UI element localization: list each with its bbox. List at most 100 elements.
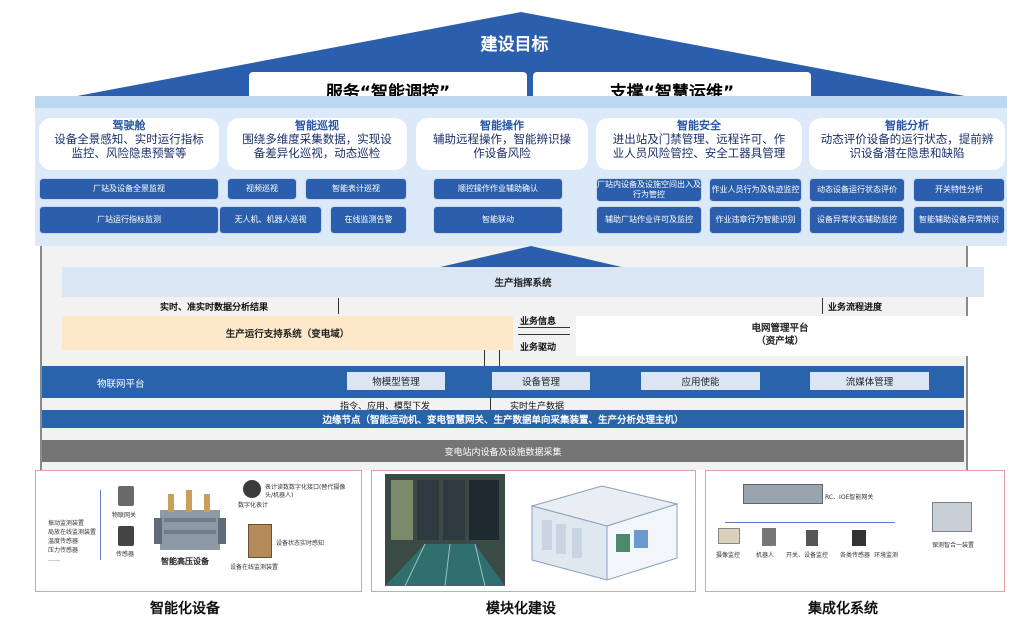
sensor-label: 温度传感器	[48, 538, 79, 545]
item-button[interactable]: 在线监测告警	[330, 206, 407, 234]
category-desc: 备差异化巡视，动态巡检	[253, 146, 381, 160]
category-title: 智能安全	[677, 119, 721, 132]
category-desc: 进出站及门禁管理、远程许可、作	[612, 132, 786, 146]
category-title: 智能操作	[480, 119, 524, 132]
item-button[interactable]: 智能辅助设备异常辨识	[913, 206, 1005, 234]
category-title: 智能巡视	[295, 119, 339, 132]
smart-gateway-icon	[743, 484, 823, 504]
category-title: 智能分析	[885, 119, 929, 132]
grid-management-platform: 电网管理平台 （资产域）	[576, 316, 984, 356]
connector-line	[725, 522, 895, 523]
monitor-cabinet-icon	[248, 524, 272, 558]
arrow-line	[484, 350, 485, 366]
footer-integrated-system: 集成化系统	[808, 601, 878, 617]
category-smart-inspection: 智能巡视 围绕多维度采集数据，实现设 备差异化巡视，动态巡检	[227, 118, 407, 170]
arrow-line	[499, 350, 500, 366]
realtime-data-label: 实时生产数据	[510, 402, 565, 412]
item-button[interactable]: 厂站运行指标监测	[39, 206, 219, 234]
category-desc: 设备全景感知、实时运行指标	[54, 132, 204, 146]
ops-support-system: 生产运行支持系统（变电域）	[62, 316, 513, 350]
realtime-results-label: 实时、准实时数据分析结果	[160, 303, 269, 313]
business-info-label: 业务信息	[520, 317, 557, 327]
sensor-label: 振动监测装置	[48, 520, 85, 527]
footer-smart-devices: 智能化设备	[150, 601, 220, 617]
business-drive-label: 业务驱动	[520, 343, 557, 353]
category-smart-safety: 智能安全 进出站及门禁管理、远程许可、作 业人员风险管控、安全工器具管理	[596, 118, 802, 170]
roof-band	[35, 96, 1007, 110]
category-desc: 辅助远程操作，智能辨识操	[433, 132, 571, 146]
sensor-device-icon	[118, 526, 134, 546]
arrow-line	[518, 334, 570, 335]
sensor-label: 压力传感器	[48, 547, 79, 554]
device-label: 机器人	[756, 552, 775, 559]
device-label: 环境监测	[874, 552, 899, 559]
item-button[interactable]: 厂站及设备全景监视	[39, 178, 219, 200]
grid-mgmt-title: 电网管理平台	[751, 323, 809, 334]
device-label: RC、IOE智能网关	[825, 494, 874, 501]
transformer-icon	[154, 490, 226, 550]
device-label: 开关、设备监控	[786, 552, 829, 559]
arrow-line	[822, 298, 823, 314]
item-button[interactable]: 辅助厂站作业许可及监控	[596, 206, 702, 234]
command-down-label: 指令、应用、模型下发	[340, 402, 431, 412]
gateway-icon	[118, 486, 134, 506]
item-button[interactable]: 视频巡视	[227, 178, 297, 200]
category-desc: 动态评价设备的运行状态，提前辨	[820, 132, 994, 146]
category-desc: 监控、风险隐患预警等	[71, 146, 187, 160]
category-smart-operation: 智能操作 辅助远程操作，智能辨识操 作设备风险	[416, 118, 588, 170]
category-desc: 业人员风险管控、安全工器具管理	[612, 146, 786, 160]
connector-bracket	[100, 490, 140, 560]
category-title: 驾驶舱	[112, 119, 146, 132]
device-label: 数字化表计	[238, 502, 269, 509]
item-button[interactable]: 无人机、机器人巡视	[219, 206, 322, 234]
category-cockpit: 驾驶舱 设备全景感知、实时运行指标 监控、风险隐患预警等	[39, 118, 219, 170]
item-button[interactable]: 作业人员行为及轨迹监控	[709, 178, 802, 202]
item-button[interactable]: 厂站内设备及设施空间出入及行为管控	[596, 178, 702, 202]
item-button[interactable]: 设备异常状态辅助监控	[809, 206, 905, 234]
category-desc: 围绕多维度采集数据，实现设	[242, 132, 392, 146]
device-label: 物联网关	[112, 512, 137, 519]
item-button[interactable]: 作业违章行为智能识别	[709, 206, 802, 234]
arrow-line	[338, 298, 339, 314]
device-label: 保测智合一装置	[932, 542, 975, 549]
substation-room-image	[385, 474, 505, 586]
production-command-system: 生产指挥系统	[62, 267, 984, 297]
hv-device-label: 智能高压设备	[161, 557, 209, 566]
category-desc: 作设备风险	[473, 146, 531, 160]
iot-cell[interactable]: 设备管理	[492, 372, 590, 390]
device-label: 各类传感器	[840, 552, 871, 559]
robot-icon	[762, 528, 776, 546]
grid-mgmt-domain: （资产域）	[756, 336, 804, 347]
item-button[interactable]: 顺控操作作业辅助确认	[433, 178, 563, 200]
arrow-line	[518, 327, 570, 328]
iot-cell[interactable]: 物模型管理	[347, 372, 445, 390]
device-label: 传感器	[116, 551, 135, 558]
goal-title: 建设目标	[480, 35, 549, 55]
edge-nodes-bar: 边缘节点（智能运动机、变电智慧网关、生产数据单向采集装置、生产分析处理主机）	[42, 410, 964, 428]
device-label: 设备在线监测装置	[230, 564, 279, 571]
protection-device-icon	[932, 502, 972, 532]
station-data-collection: 变电站内设备及设施数据采集	[42, 440, 964, 462]
item-button[interactable]: 开关特性分析	[913, 178, 1005, 202]
up-arrow-icon	[436, 246, 626, 268]
footer-modular-build: 模块化建设	[486, 601, 556, 617]
category-desc: 识设备潜在隐患和缺陷	[849, 146, 965, 160]
sensor-label: ……	[48, 556, 60, 563]
item-button[interactable]: 智能联动	[433, 206, 563, 234]
device-label: 摄像监控	[716, 552, 741, 559]
device-label: 设备状态实时感知	[276, 540, 325, 547]
item-button[interactable]: 动态设备运行状态评价	[809, 178, 905, 202]
camera-icon	[718, 528, 740, 544]
switch-monitor-icon	[806, 530, 818, 546]
item-button[interactable]: 智能表计巡视	[305, 178, 407, 200]
sensor-label: 局放在线监测装置	[48, 529, 97, 536]
iot-cell[interactable]: 应用使能	[641, 372, 760, 390]
iot-cell[interactable]: 流媒体管理	[810, 372, 929, 390]
device-label: 表计读数数字化接口(替代摄像头/机器人)	[265, 484, 346, 499]
modular-cabin-image	[512, 476, 682, 584]
category-smart-analysis: 智能分析 动态评价设备的运行状态，提前辨 识设备潜在隐患和缺陷	[809, 118, 1005, 170]
iot-platform-label: 物联网平台	[97, 379, 145, 390]
sensor-icon	[852, 530, 866, 546]
meter-icon	[243, 480, 261, 498]
arrow-line	[490, 397, 491, 411]
